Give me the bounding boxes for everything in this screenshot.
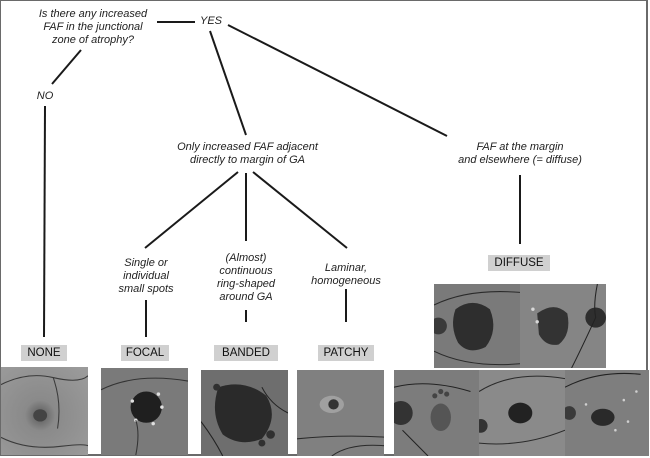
connector-adjacent-patchy: [252, 171, 348, 249]
root-question: Is there any increased FAF in the juncti…: [28, 8, 158, 47]
fundus-image-banded: [201, 370, 288, 456]
category-focal: FOCAL: [121, 345, 169, 361]
patchy-description: Laminar, homogeneous: [305, 262, 387, 288]
banded-description: (Almost) continuous ring-shaped around G…: [210, 252, 282, 304]
category-patchy: PATCHY: [318, 345, 374, 361]
banded-desc-line: ring-shaped: [216, 278, 276, 290]
focal-desc-line: small spots: [118, 283, 174, 295]
adjacent-line: directly to margin of GA: [190, 154, 305, 166]
fundus-image-diffuse-5: [565, 370, 649, 456]
fundus-image-patchy: [297, 370, 384, 456]
adjacent-question: Only increased FAF adjacent directly to …: [165, 141, 330, 167]
diffuse-line: FAF at the margin: [476, 141, 564, 153]
fundus-image-none: [1, 367, 88, 455]
fundus-image-diffuse-4: [479, 370, 565, 456]
yes-label: YES: [199, 15, 222, 27]
category-diffuse: DIFFUSE: [488, 255, 550, 271]
banded-desc-line: (Almost): [225, 252, 267, 264]
fundus-image-diffuse-1: [434, 284, 520, 368]
root-question-line: Is there any increased: [38, 8, 148, 20]
banded-desc-line: continuous: [219, 265, 273, 277]
focal-desc-line: Single or: [124, 257, 168, 269]
diffuse-line: and elsewhere (= diffuse): [458, 154, 582, 166]
banded-desc-line: around GA: [219, 291, 273, 303]
root-question-line: FAF in the junctional: [43, 21, 143, 33]
fundus-image-diffuse-3: [394, 370, 479, 456]
fundus-image-diffuse-2: [520, 284, 606, 368]
connector-no-none: [43, 105, 46, 338]
fundus-image-focal: [101, 368, 188, 455]
focal-description: Single or individual small spots: [110, 257, 182, 296]
category-none: NONE: [21, 345, 67, 361]
focal-desc-line: individual: [123, 270, 169, 282]
adjacent-line: Only increased FAF adjacent: [177, 141, 318, 153]
diffuse-question: FAF at the margin and elsewhere (= diffu…: [440, 141, 600, 167]
connector-yes-diffuse: [227, 24, 448, 137]
category-banded: BANDED: [214, 345, 278, 361]
patchy-desc-line: homogeneous: [311, 275, 381, 287]
connector-question-no: [51, 49, 82, 85]
patchy-desc-line: Laminar,: [324, 262, 368, 274]
connector-adjacent-focal: [144, 171, 239, 249]
no-label: NO: [36, 90, 54, 102]
root-question-line: zone of atrophy?: [52, 34, 134, 46]
connector-yes-adjacent: [209, 30, 247, 136]
